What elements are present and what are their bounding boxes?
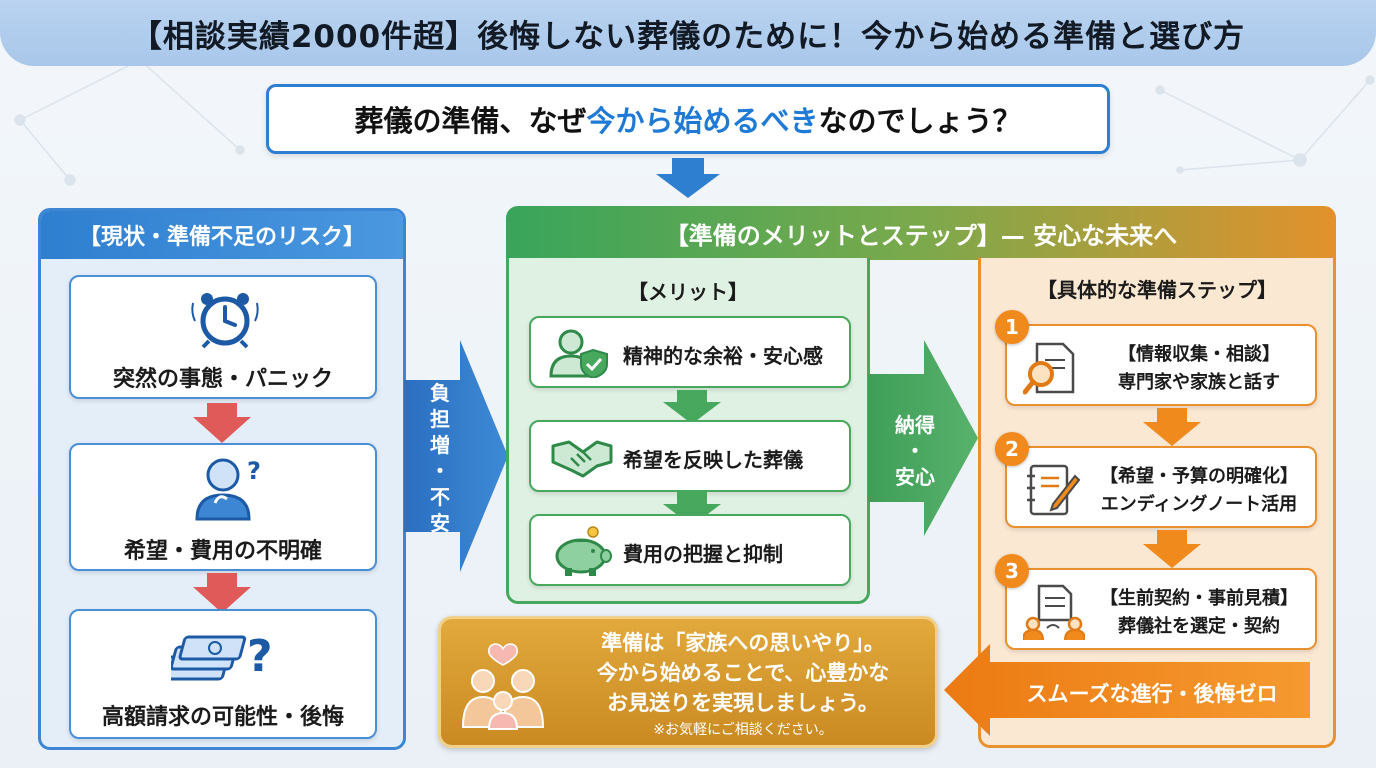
question-text-after: なのでしょう？ (818, 104, 1022, 138)
risk-down-arrow-1 (193, 403, 251, 443)
step-card-2: 【希望・予算の明確化】 エンディングノート活用 (1005, 446, 1317, 528)
risk-label-3: 高額請求の可能性・後悔 (101, 705, 344, 730)
message-box: 準備は「家族への思いやり」。 今から始めることで、心豊かな お見送りを実現しまし… (438, 616, 938, 748)
step-3-desc: 葬儀社を選定・契約 (1118, 616, 1280, 637)
merit-down-arrow-1 (663, 390, 721, 424)
risk-down-arrow-2 (193, 573, 251, 613)
message-line-3: お見送りを実現しましょう。 (607, 691, 879, 715)
risk-card-sudden: 突然の事態・パニック (69, 275, 377, 399)
satisfaction-dot: ・ (905, 439, 925, 463)
risk-label-1: 突然の事態・パニック (112, 367, 333, 392)
steps-header: 【準備のメリットとステップ】— 安心な未来へ (506, 206, 1336, 260)
contract-icon (1023, 584, 1085, 641)
burden-char-5: 不 (430, 485, 450, 509)
result-arrow (944, 644, 1310, 736)
risk-header: 【現状・準備不足のリスク】 (41, 211, 403, 259)
step-1-title: 【情報収集・相談】 (1118, 344, 1280, 365)
question-box: 葬儀の準備、なぜ今から始めるべきなのでしょう？ (266, 84, 1110, 154)
step-down-arrow-1 (1143, 408, 1201, 446)
satisfaction-arrow-text: 納得 ・ 安心 (880, 412, 950, 490)
merit-label-3: 費用の把握と抑制 (623, 542, 783, 566)
risk-label-2: 希望・費用の不明確 (123, 539, 322, 564)
merit-label-2: 希望を反映した葬儀 (623, 448, 803, 472)
money-question-icon: ? (171, 631, 273, 682)
merit-label-1: 精神的な余裕・安心感 (623, 344, 823, 368)
step-card-3: 【生前契約・事前見積】 葬儀社を選定・契約 (1005, 568, 1317, 650)
burden-char-2: 担 (430, 407, 450, 431)
person-shield-icon (549, 329, 608, 378)
satisfaction-word-2: 安心 (895, 465, 935, 489)
burden-arrow (404, 340, 508, 572)
svg-text:?: ? (247, 631, 273, 682)
family-heart-icon (461, 643, 545, 730)
merit-panel: 【メリット】 精神的な余裕・安心感 希望を反映した葬儀 費用の把 (506, 258, 870, 604)
risk-card-expensive: ? 高額請求の可能性・後悔 (69, 609, 377, 739)
step-3-title: 【生前契約・事前見積】 (1100, 588, 1298, 609)
document-search-icon (1023, 342, 1075, 395)
message-line-2: 今から始めることで、心豊かな (596, 661, 890, 685)
step-2-desc: エンディングノート活用 (1100, 494, 1298, 515)
message-line-1: 準備は「家族への思いやり」。 (601, 631, 885, 655)
satisfaction-word-1: 納得 (895, 413, 935, 437)
burden-char-3: 増 (430, 433, 450, 457)
handshake-icon (551, 440, 613, 478)
confused-person-icon: ? (195, 457, 261, 521)
merit-title: 【メリット】 (628, 280, 748, 304)
question-down-arrow (656, 158, 720, 198)
risk-card-unclear: ? 希望・費用の不明確 (69, 443, 377, 571)
result-arrow-text: スムーズな進行・後悔ゼロ (1026, 682, 1278, 706)
step-2-title: 【希望・予算の明確化】 (1100, 466, 1298, 487)
alarm-clock-icon (191, 293, 259, 349)
merit-card-cost: 費用の把握と抑制 (529, 514, 851, 586)
notebook-pen-icon (1027, 464, 1081, 516)
question-text-before: 葬儀の準備、なぜ (354, 104, 587, 138)
risk-panel: 【現状・準備不足のリスク】 突然の事態・パニック ? 希望・費用の不明確 (38, 208, 406, 750)
merit-down-arrow-2 (663, 492, 721, 526)
merit-card-peace: 精神的な余裕・安心感 (529, 316, 851, 388)
step-down-arrow-2 (1143, 530, 1201, 568)
burden-arrow-text: 負 担 増 ・ 不 安 (420, 380, 460, 536)
message-note: ※お気軽にご相談ください。 (653, 722, 833, 738)
piggy-bank-icon (555, 526, 612, 576)
step-number-1: 1 (995, 310, 1029, 344)
merit-card-wish: 希望を反映した葬儀 (529, 420, 851, 492)
step-number-3: 3 (995, 554, 1029, 588)
page-title: 【相談実績2000件超】後悔しない葬儀のために！今から始める準備と選び方 (0, 0, 1376, 66)
step-card-1: 【情報収集・相談】 専門家や家族と話す (1005, 324, 1317, 406)
burden-char-4: ・ (430, 459, 450, 483)
question-highlight: 今から始めるべき (586, 104, 819, 138)
burden-char-6: 安 (430, 511, 450, 535)
step-number-2: 2 (995, 432, 1029, 466)
satisfaction-arrow (868, 340, 978, 536)
svg-text:?: ? (247, 457, 261, 485)
step-title: 【具体的な準備ステップ】 (1037, 278, 1277, 302)
burden-char-1: 負 (430, 381, 450, 405)
step-1-desc: 専門家や家族と話す (1118, 372, 1280, 393)
